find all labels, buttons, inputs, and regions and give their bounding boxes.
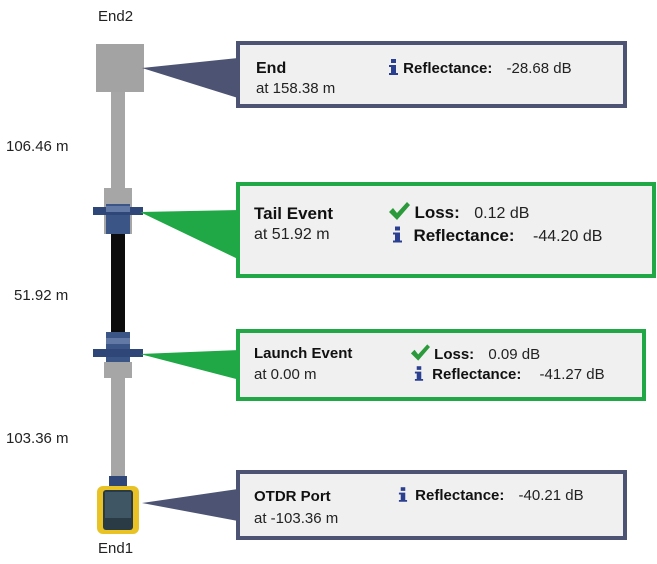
tail-event-callout[interactable]: Tail Event at 51.92 m Loss: 0.12 dB Refl… xyxy=(236,182,656,278)
tail-loss-label: Loss: xyxy=(414,203,460,222)
end-event-title: End xyxy=(256,60,287,77)
tail-reflectance-value: -44.20 dB xyxy=(533,228,603,245)
launch-reflectance-row: Reflectance: -41.27 dB xyxy=(414,366,605,383)
otdr-callout-pointer xyxy=(142,489,238,521)
tail-event-position: at 51.92 m xyxy=(254,226,330,243)
launch-loss-value: 0.09 dB xyxy=(488,346,541,363)
distance-end2-to-tail: 106.46 m xyxy=(6,138,69,155)
launch-loss-label: Loss: xyxy=(434,346,475,363)
end1-label: End1 xyxy=(98,540,134,557)
launch-reflectance-value: -41.27 dB xyxy=(539,366,605,383)
launch-event-connector[interactable] xyxy=(93,332,143,378)
end2-connector[interactable] xyxy=(96,44,144,92)
otdr-port-title: OTDR Port xyxy=(254,488,331,505)
info-icon xyxy=(398,487,408,502)
distance-tail-to-launch: 51.92 m xyxy=(14,287,69,304)
end-event-position: at 158.38 m xyxy=(256,80,336,97)
check-icon xyxy=(410,344,430,361)
launch-event-callout[interactable]: Launch Event at 0.00 m Loss: 0.09 dB Ref… xyxy=(236,329,646,401)
otdr-port-callout[interactable]: OTDR Port at -103.36 m Reflectance: -40.… xyxy=(236,470,627,540)
launch-callout-pointer xyxy=(140,350,240,380)
info-icon xyxy=(393,226,402,243)
tail-callout-pointer xyxy=(140,210,240,260)
launch-event-position: at 0.00 m xyxy=(254,366,317,383)
tail-loss-value: 0.12 dB xyxy=(474,205,530,222)
launch-fiber-segment xyxy=(111,232,125,336)
tail-loss-row: Loss: 0.12 dB xyxy=(388,202,529,223)
otdr-reflectance-value: -40.21 dB xyxy=(518,487,584,504)
end-reflectance-label: Reflectance: xyxy=(403,60,493,77)
otdr-reflectance-label: Reflectance: xyxy=(415,487,505,504)
distance-launch-to-port: 103.36 m xyxy=(6,430,69,447)
end-reflectance-value: -28.68 dB xyxy=(506,60,572,77)
fiber-segment-launch-port xyxy=(111,378,125,478)
fiber-segment-end2-tail xyxy=(111,92,125,188)
otdr-port-position: at -103.36 m xyxy=(254,510,339,527)
info-icon xyxy=(389,59,398,75)
end-callout-pointer xyxy=(142,58,238,98)
tail-reflectance-label: Reflectance: xyxy=(413,226,515,245)
check-icon xyxy=(389,202,410,220)
info-icon xyxy=(414,366,424,381)
launch-loss-row: Loss: 0.09 dB xyxy=(410,344,540,363)
tail-reflectance-row: Reflectance: -44.20 dB xyxy=(392,226,602,246)
tail-event-title: Tail Event xyxy=(254,204,334,223)
end-reflectance-row: Reflectance: -28.68 dB xyxy=(388,59,572,77)
end-event-callout[interactable]: End at 158.38 m Reflectance: -28.68 dB xyxy=(236,41,627,108)
tail-event-connector[interactable] xyxy=(93,188,143,234)
launch-reflectance-label: Reflectance: xyxy=(432,366,522,383)
end2-label: End2 xyxy=(98,8,134,25)
otdr-reflectance-row: Reflectance: -40.21 dB xyxy=(398,487,584,504)
launch-event-title: Launch Event xyxy=(254,345,353,362)
otdr-device-icon[interactable] xyxy=(95,476,141,536)
